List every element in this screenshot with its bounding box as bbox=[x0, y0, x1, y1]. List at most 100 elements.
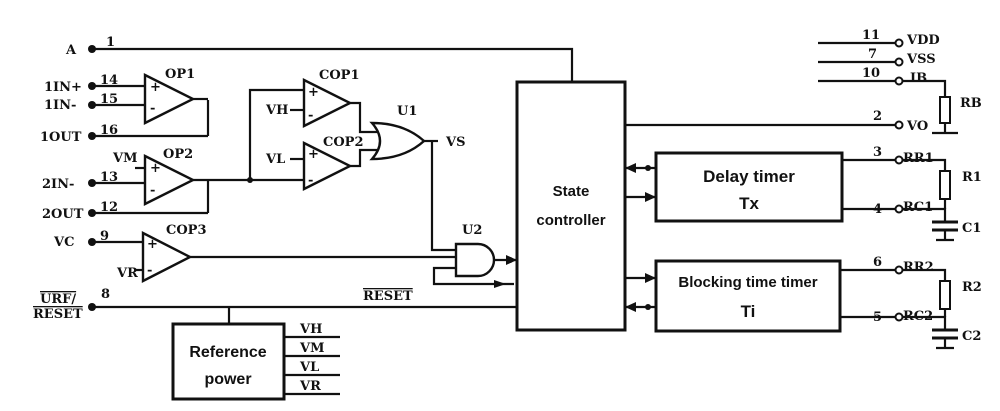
signal-vh: VH bbox=[265, 103, 288, 118]
blocking-timer-rc: 6 RR2 R2 5 RC2 C2 bbox=[840, 255, 982, 350]
ref-output-vr: VR bbox=[299, 379, 321, 394]
pin-1out-label: 1OUT bbox=[40, 130, 82, 145]
reference-power-line1: Reference bbox=[189, 344, 266, 361]
op1-amplifier bbox=[143, 73, 196, 125]
state-controller-line1: State bbox=[553, 183, 590, 200]
pin-vdd-label: VDD bbox=[906, 33, 940, 48]
cop3-group: VC 9 VR + - COP3 bbox=[53, 223, 456, 283]
pin-rr1-number: 3 bbox=[873, 145, 882, 160]
state-controller-block: State controller bbox=[515, 80, 627, 332]
pin-2out-number: 12 bbox=[100, 200, 118, 215]
pin-2inn-number: 13 bbox=[100, 170, 118, 185]
u2-and-gate bbox=[454, 242, 496, 278]
wire-a-to-controller bbox=[92, 47, 574, 82]
pin-1inn-label: 1IN- bbox=[44, 98, 76, 113]
pin-a-label: A bbox=[65, 43, 77, 58]
u1-label: U1 bbox=[397, 104, 417, 119]
pin-vss-number: 7 bbox=[868, 47, 877, 62]
delay-timer-block: Delay timer Tx bbox=[654, 151, 844, 223]
pin-2out-label: 2OUT bbox=[42, 207, 84, 222]
cop3-plus: + bbox=[147, 237, 158, 252]
vo-output: 2 VO bbox=[625, 109, 928, 134]
pin-vdd-terminal bbox=[894, 38, 904, 48]
ref-output-vm: VM bbox=[299, 341, 324, 356]
pin-1out-number: 16 bbox=[100, 123, 118, 138]
op1-plus: + bbox=[150, 80, 161, 95]
pin-vo-terminal bbox=[894, 120, 904, 130]
pin-urf-number: 8 bbox=[101, 287, 110, 302]
u2-group: U2 bbox=[432, 223, 517, 288]
power-pins: 11 VDD 7 VSS 10 IB RB bbox=[818, 28, 982, 135]
wire-cop1-to-u1 bbox=[350, 101, 380, 134]
op2-amplifier bbox=[143, 154, 196, 206]
pin-rr2-label: RR2 bbox=[903, 260, 934, 275]
pin-rr1-label: RR1 bbox=[903, 151, 934, 166]
signal-vm-op2: VM bbox=[112, 151, 137, 166]
u2-label: U2 bbox=[462, 223, 482, 238]
signal-vl: VL bbox=[265, 152, 285, 167]
u1-or-gate bbox=[369, 121, 426, 161]
c1-label: C1 bbox=[962, 221, 981, 236]
wire-cop2-to-u1 bbox=[350, 148, 380, 168]
pin-vo-label: VO bbox=[906, 119, 928, 134]
signal-vr-cop3: VR bbox=[116, 266, 138, 281]
cop2-label: COP2 bbox=[323, 135, 364, 150]
pin-ib-number: 10 bbox=[862, 66, 880, 81]
blocking-timer-line1: Blocking time timer bbox=[678, 274, 817, 291]
pin-1inp-label: 1IN+ bbox=[44, 80, 82, 95]
r1-resistor bbox=[939, 170, 951, 200]
state-controller-line2: controller bbox=[536, 212, 605, 229]
pin-vdd-number: 11 bbox=[862, 28, 880, 43]
ref-output-vh: VH bbox=[299, 322, 322, 337]
delay-timer-box bbox=[654, 151, 844, 223]
cop3-label: COP3 bbox=[166, 223, 207, 238]
pin-vss-label: VSS bbox=[906, 52, 936, 67]
wire-ib-to-rb bbox=[903, 79, 947, 97]
c2-label: C2 bbox=[962, 329, 981, 344]
op2-minus: - bbox=[150, 183, 155, 198]
pin-rc2-number: 5 bbox=[873, 310, 882, 325]
pin-ib-terminal bbox=[894, 76, 904, 86]
r1-label: R1 bbox=[962, 170, 982, 185]
cop3-minus: - bbox=[147, 263, 152, 278]
urf-reset-group: URF/ RESET 8 RESET bbox=[33, 287, 517, 324]
pin-rc1-label: RC1 bbox=[903, 200, 933, 215]
pin-vc-label: VC bbox=[53, 235, 74, 250]
op1-label: OP1 bbox=[165, 67, 195, 82]
wire-vs-to-u2 bbox=[430, 141, 456, 252]
arrow-feedback bbox=[494, 280, 506, 288]
cop2-plus: + bbox=[308, 147, 319, 162]
op2-group: VM 2IN- 13 2OUT 12 + - OP2 bbox=[42, 88, 304, 222]
wire-u2-feedback bbox=[432, 266, 514, 286]
delay-timer-line2: Tx bbox=[739, 194, 759, 213]
pin-vc-number: 9 bbox=[100, 229, 109, 244]
state-controller-box bbox=[515, 80, 627, 332]
reference-power-line2: power bbox=[204, 371, 251, 388]
wire-op2-to-cop1 bbox=[248, 88, 304, 180]
pin-vss-terminal bbox=[894, 57, 904, 67]
pin-1inp-number: 14 bbox=[100, 73, 118, 88]
cop2-comparator bbox=[302, 141, 353, 191]
pin-rr2-terminal bbox=[894, 265, 904, 275]
blocking-timer-box bbox=[654, 259, 842, 333]
pin-rr1-terminal bbox=[894, 155, 904, 165]
signal-reset: RESET bbox=[363, 289, 413, 304]
pin-2inn-label: 2IN- bbox=[42, 177, 74, 192]
blocking-timer-block: Blocking time timer Ti bbox=[654, 259, 842, 333]
cop1-minus: - bbox=[308, 108, 313, 123]
pin-reset-label: RESET bbox=[33, 307, 83, 322]
delay-timer-rc: 3 RR1 R1 4 RC1 C1 bbox=[842, 145, 982, 242]
op1-group: 1IN+ 14 1IN- 15 1OUT 16 + - OP1 bbox=[40, 67, 210, 145]
op1-minus: - bbox=[150, 101, 155, 116]
cop1-plus: + bbox=[308, 85, 319, 100]
pin-rc1-terminal bbox=[894, 204, 904, 214]
pin-ib-label: IB bbox=[910, 71, 927, 86]
signal-vs: VS bbox=[445, 135, 465, 150]
pin-a: A 1 bbox=[65, 35, 574, 82]
reference-power-box bbox=[171, 322, 286, 401]
r2-resistor bbox=[939, 280, 951, 310]
ref-output-vl: VL bbox=[299, 360, 319, 375]
r2-label: R2 bbox=[962, 280, 982, 295]
pin-rc2-terminal bbox=[894, 312, 904, 322]
